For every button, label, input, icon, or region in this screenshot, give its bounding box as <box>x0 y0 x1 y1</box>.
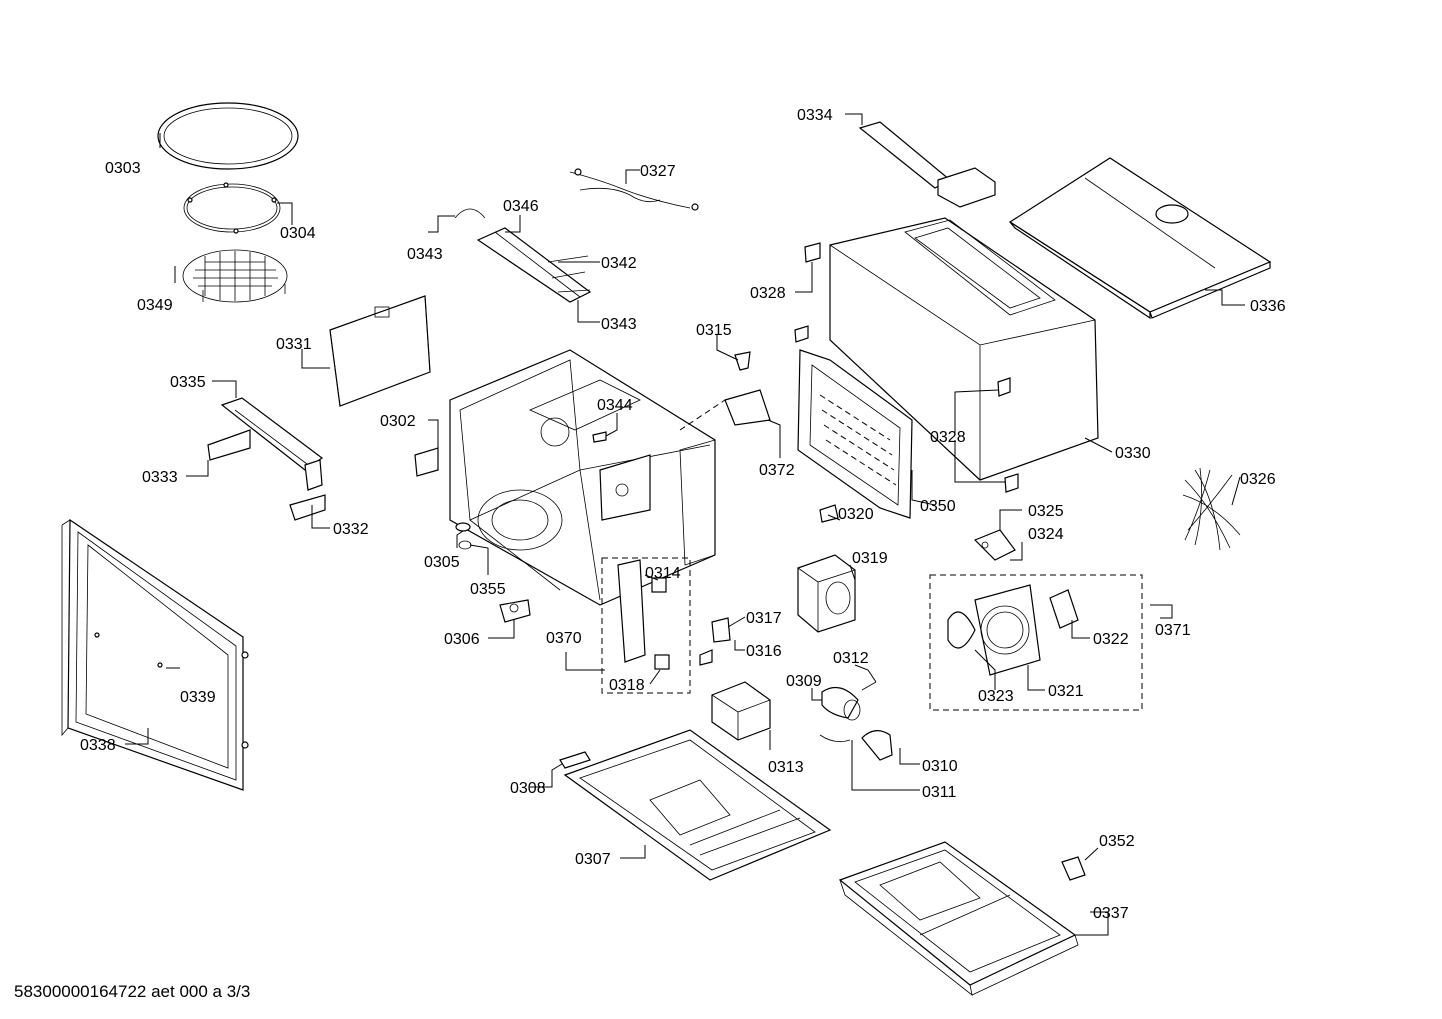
label-0314: 0314 <box>645 565 681 582</box>
part-0349-grill-rack <box>182 249 288 303</box>
label-0328-b: 0328 <box>930 429 966 446</box>
part-0352-clip <box>1061 856 1086 881</box>
part-0313-transformer <box>711 681 771 741</box>
part-0303-turntable-ring <box>157 102 299 170</box>
part-0307-base-plate <box>559 729 832 881</box>
label-0324: 0324 <box>1028 526 1064 543</box>
part-0306-turntable-motor <box>455 522 531 623</box>
part-0371-fan-group <box>929 574 1143 711</box>
label-0326: 0326 <box>1240 471 1276 488</box>
part-0315-sensor <box>592 351 771 443</box>
label-0350: 0350 <box>920 498 956 515</box>
label-0339: 0339 <box>180 689 216 706</box>
part-0337-bottom-tray <box>838 841 1079 996</box>
label-0316: 0316 <box>746 643 782 660</box>
part-0328-brackets <box>794 242 1019 493</box>
label-0337: 0337 <box>1093 905 1129 922</box>
label-0352: 0352 <box>1099 833 1135 850</box>
part-oven-cavity <box>449 349 716 606</box>
part-0338-door-frame <box>61 518 249 791</box>
label-0308: 0308 <box>510 780 546 797</box>
label-0328-a: 0328 <box>750 285 786 302</box>
label-0331: 0331 <box>276 336 312 353</box>
label-0302: 0302 <box>380 413 416 430</box>
label-0343-b: 0343 <box>601 316 637 333</box>
label-0311: 0311 <box>922 784 957 801</box>
part-0309-capacitor <box>819 681 893 761</box>
label-0317: 0317 <box>746 610 782 627</box>
label-0332: 0332 <box>333 521 369 538</box>
label-0355: 0355 <box>470 581 506 598</box>
part-0319-magnetron <box>797 504 856 633</box>
label-0307: 0307 <box>575 851 611 868</box>
label-0303: 0303 <box>105 160 141 177</box>
label-0372: 0372 <box>759 462 795 479</box>
drawing-number: 58300000164722 aet 000 a 3/3 <box>14 982 250 1001</box>
label-0334: 0334 <box>797 107 833 124</box>
label-0343-a: 0343 <box>407 246 443 263</box>
label-0327: 0327 <box>640 163 676 180</box>
leader-lines <box>125 113 1245 936</box>
label-0312: 0312 <box>833 650 869 667</box>
part-0335-heater <box>207 397 326 521</box>
label-0349: 0349 <box>137 297 173 314</box>
label-0330: 0330 <box>1115 445 1151 462</box>
label-0309: 0309 <box>786 673 822 690</box>
label-0315: 0315 <box>696 322 732 339</box>
label-0335: 0335 <box>170 374 206 391</box>
label-0323: 0323 <box>978 688 1014 705</box>
label-0320: 0320 <box>838 506 874 523</box>
label-0306: 0306 <box>444 631 480 648</box>
part-0331-cover-plate <box>329 295 431 407</box>
label-0304: 0304 <box>280 225 316 242</box>
label-0310: 0310 <box>922 758 958 775</box>
label-0319: 0319 <box>852 550 888 567</box>
part-0334-cover-bracket <box>858 121 996 208</box>
part-0302-label <box>414 447 439 477</box>
part-0346-rail <box>454 208 592 303</box>
label-0305: 0305 <box>424 554 460 571</box>
label-0318: 0318 <box>609 677 645 694</box>
label-0336: 0336 <box>1250 298 1286 315</box>
part-0317-bracket <box>699 617 731 666</box>
label-0344: 0344 <box>597 397 633 414</box>
label-0371: 0371 <box>1155 622 1191 639</box>
part-0304-roller-ring <box>183 182 281 234</box>
label-0342: 0342 <box>601 255 637 272</box>
label-0370: 0370 <box>546 630 582 647</box>
part-0330-outer-casing <box>829 217 1099 481</box>
part-0350-front-plate <box>797 349 913 519</box>
part-0370-switch-group <box>601 557 691 694</box>
part-0327-wiring-harness <box>569 168 699 211</box>
label-0321: 0321 <box>1048 683 1084 700</box>
label-0322: 0322 <box>1093 631 1129 648</box>
callout-labels: 0303 0304 0349 0331 0335 0333 0332 0338 … <box>80 107 1286 922</box>
label-0338: 0338 <box>80 737 116 754</box>
label-0333: 0333 <box>142 469 178 486</box>
part-0324-motor-bracket <box>973 529 1016 561</box>
label-0313: 0313 <box>768 759 804 776</box>
label-0325: 0325 <box>1028 503 1064 520</box>
label-0346: 0346 <box>503 198 539 215</box>
part-0326-wire-bundle <box>1182 467 1241 551</box>
